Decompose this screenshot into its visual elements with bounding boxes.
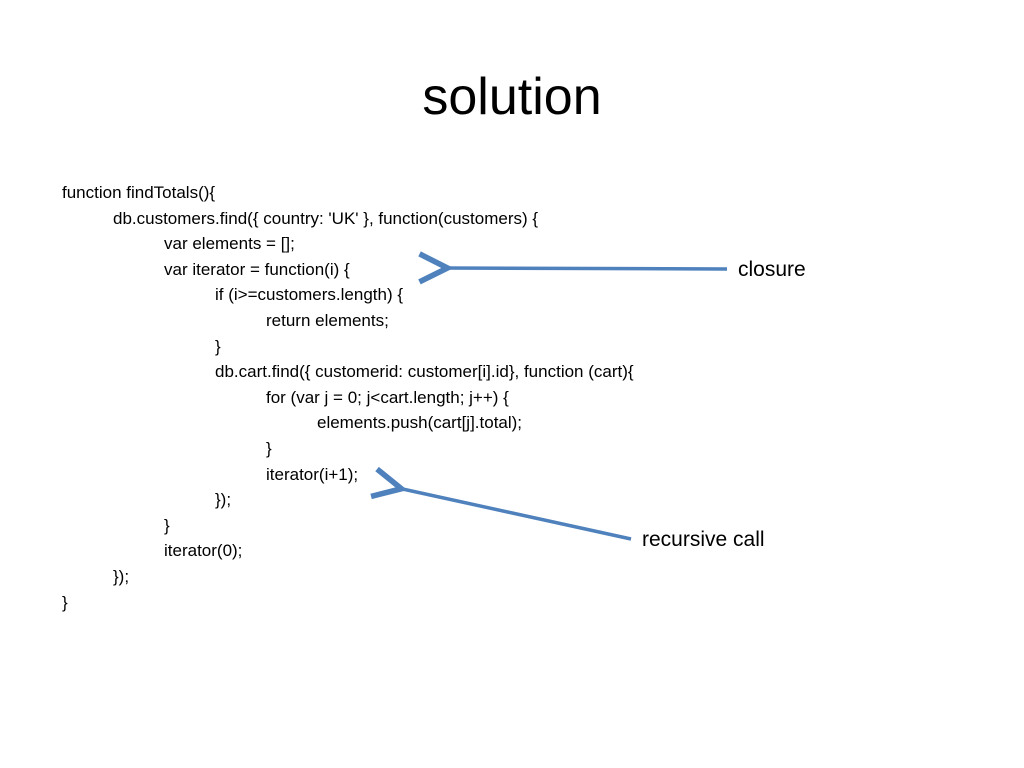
closure-label: closure (738, 258, 806, 281)
code-line: } (215, 336, 221, 356)
code-line: var iterator = function(i) { (164, 259, 350, 279)
recursive-call-label: recursive call (642, 528, 765, 551)
code-line: iterator(0); (164, 541, 243, 561)
code-line: function findTotals(){ (62, 183, 216, 202)
code-line: if (i>=customers.length) { (215, 285, 404, 305)
code-line: }); (215, 490, 232, 510)
code-line: } (266, 438, 272, 458)
code-line: db.customers.find({ country: 'UK' }, fun… (113, 208, 539, 228)
code-line: return elements; (266, 310, 389, 330)
code-line: var elements = []; (164, 234, 295, 254)
code-line: db.cart.find({ customerid: customer[i].i… (215, 362, 634, 382)
code-line: iterator(i+1); (266, 464, 359, 484)
code-line: elements.push(cart[j].total); (317, 413, 523, 433)
code-line: }); (113, 566, 130, 586)
code-line: } (164, 515, 170, 535)
code-block: function findTotals(){ db.customers.find(… (62, 180, 634, 615)
slide-title: solution (422, 68, 602, 126)
code-line: for (var j = 0; j<cart.length; j++) { (266, 387, 509, 407)
code-line: } (62, 592, 68, 612)
